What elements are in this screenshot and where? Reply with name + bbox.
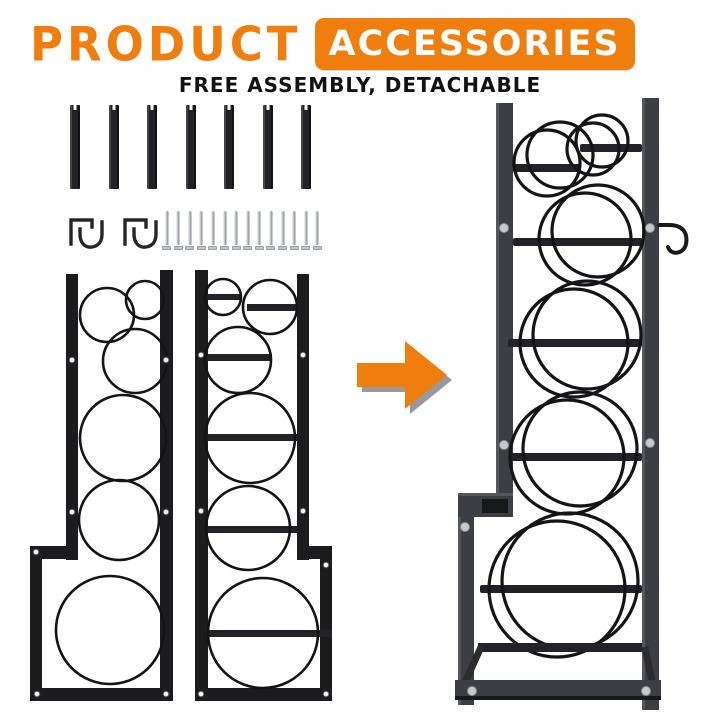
subtitle: FREE ASSEMBLY, DETACHABLE [178, 73, 542, 97]
screw-parts-row [162, 211, 322, 253]
mounting-screw-icon [312, 211, 322, 253]
arrow-right-icon [357, 341, 452, 414]
assembled-rack [455, 98, 689, 710]
mounting-screw-icon [278, 211, 288, 253]
side-panel-left [30, 270, 173, 701]
rail-bar-icon [185, 105, 196, 189]
mounting-screw-icon [173, 211, 183, 253]
hook-parts-row [63, 211, 167, 255]
rail-bar-icon [262, 105, 273, 189]
storage-hook-icon [123, 218, 158, 249]
rail-bar-icon [224, 105, 234, 189]
mounting-screw-icon [254, 211, 264, 253]
mounting-screw-icon [289, 211, 299, 253]
mounting-screw-icon [208, 211, 218, 253]
page-title: PRODUCT ACCESSORIES [30, 18, 635, 70]
rail-bar-icon [301, 105, 311, 189]
rail-bar-icon [70, 105, 80, 189]
mounting-screw-icon [185, 211, 195, 253]
mounting-screw-icon [196, 211, 206, 253]
title-accessories-badge: ACCESSORIES [314, 18, 635, 70]
mounting-screw-icon [220, 211, 230, 253]
mounting-screw-icon [301, 211, 311, 253]
mounting-screw-icon [231, 211, 241, 253]
mounting-screw-icon [266, 211, 276, 253]
rail-bar-icon [108, 105, 119, 189]
rail-bar-icon [147, 105, 157, 189]
storage-hook-icon [69, 218, 104, 249]
rail-parts-row [70, 105, 311, 189]
mounting-screw-icon [162, 211, 171, 253]
side-panel-right [195, 270, 332, 701]
mounting-screw-icon [243, 211, 253, 253]
title-product: PRODUCT [30, 16, 302, 72]
